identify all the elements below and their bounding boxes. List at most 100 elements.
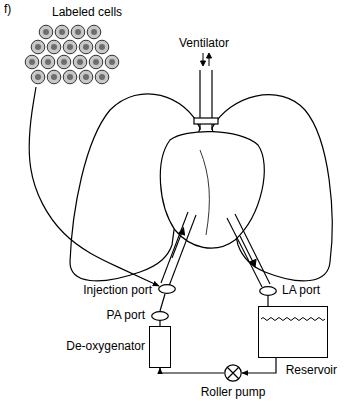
flow-arrow (240, 236, 253, 262)
port-shape (158, 284, 176, 294)
labeled-cell (95, 70, 109, 84)
node-label: LA port (282, 284, 320, 297)
labeled-cell (63, 70, 77, 84)
cell-nucleus (99, 44, 105, 50)
cell-body (31, 70, 45, 84)
flow-arrow-head (179, 228, 185, 235)
flow-arrow-head (250, 260, 256, 268)
pump-cross (227, 367, 238, 378)
node-label: PA port (107, 309, 145, 322)
cell-nucleus (91, 29, 97, 35)
labeled-cell (25, 55, 39, 69)
node-label: Injection port (83, 284, 152, 297)
labeled-cell (87, 25, 101, 39)
port-ellipse (152, 312, 169, 321)
node-label: Roller pump (201, 386, 266, 399)
air-in-head (201, 61, 206, 66)
tubing-connector (29, 87, 159, 286)
cell-body (87, 25, 101, 39)
cell-body (71, 25, 85, 39)
cannula-wall (235, 214, 270, 284)
labeled-cell (63, 40, 77, 54)
labeled-cell (47, 70, 61, 84)
reservoir-box: Reservoir (258, 306, 328, 358)
cell-nucleus (61, 59, 67, 65)
node-label: De-oxygenator (66, 340, 145, 353)
labeled-cell (105, 55, 119, 69)
cell-nucleus (67, 74, 73, 80)
ventilator-arrows (201, 53, 212, 66)
labeled-cell (31, 70, 45, 84)
cell-nucleus (77, 59, 83, 65)
cell-body (55, 25, 69, 39)
node-label: Labeled cells (52, 6, 122, 19)
cell-body (95, 70, 109, 84)
cell-body (105, 55, 119, 69)
cell-body (25, 55, 39, 69)
labeled-cell (39, 25, 53, 39)
port: PA port (151, 311, 169, 321)
cell-nucleus (75, 29, 81, 35)
node-label: Reservoir (286, 364, 337, 377)
heart-groove (200, 150, 209, 235)
fluid-surface (261, 318, 325, 321)
cell-nucleus (99, 74, 105, 80)
port-ellipse (260, 287, 277, 296)
labeled-cell (73, 55, 87, 69)
pump-circle (225, 365, 241, 381)
deoxygenator-box: De-oxygenator (149, 326, 171, 368)
trachea-tie (194, 118, 218, 124)
cannula-wall (169, 215, 196, 286)
cell-nucleus (43, 29, 49, 35)
tubing-connector (242, 358, 276, 373)
cell-body (63, 70, 77, 84)
cell-nucleus (83, 44, 89, 50)
roller-pump-shape (224, 364, 242, 382)
labeled-cell (79, 70, 93, 84)
port: Injection port (158, 284, 176, 294)
cell-body (73, 55, 87, 69)
cell-body (63, 40, 77, 54)
tubing-connector (160, 294, 165, 311)
cell-cluster: Labeled cells (16, 24, 120, 86)
cell-body (41, 55, 55, 69)
ventilator-label: Ventilator (179, 37, 229, 50)
cell-body (47, 40, 61, 54)
labeled-cell (57, 55, 71, 69)
panel-letter: f) (4, 3, 11, 16)
cell-body (89, 55, 103, 69)
labeled-cell (47, 40, 61, 54)
tubing-connector (160, 368, 224, 373)
cell-body (57, 55, 71, 69)
cell-nucleus (45, 59, 51, 65)
cell-body (31, 40, 45, 54)
cell-cluster-shape (16, 24, 120, 86)
reservoir-box-shape (259, 307, 329, 359)
labeled-cell (79, 40, 93, 54)
cell-nucleus (59, 29, 65, 35)
air-out-head (207, 53, 212, 58)
cell-nucleus (51, 44, 57, 50)
pa-cannula (161, 212, 196, 286)
cell-nucleus (67, 44, 73, 50)
port: LA port (259, 286, 277, 296)
heart (160, 132, 264, 249)
flow-arrow (172, 232, 182, 258)
cell-body (79, 70, 93, 84)
labeled-cell (71, 25, 85, 39)
cannula-wall (227, 218, 262, 287)
cell-body (47, 70, 61, 84)
cell-nucleus (35, 74, 41, 80)
cell-body (39, 25, 53, 39)
cell-body (79, 40, 93, 54)
labeled-cell (95, 40, 109, 54)
cell-nucleus (51, 74, 57, 80)
roller-pump: Roller pump (224, 364, 242, 382)
labeled-cell (89, 55, 103, 69)
labeled-cell (41, 55, 55, 69)
labeled-cell (31, 40, 45, 54)
tubing-connector (267, 296, 268, 306)
cell-nucleus (83, 74, 89, 80)
cell-nucleus (93, 59, 99, 65)
